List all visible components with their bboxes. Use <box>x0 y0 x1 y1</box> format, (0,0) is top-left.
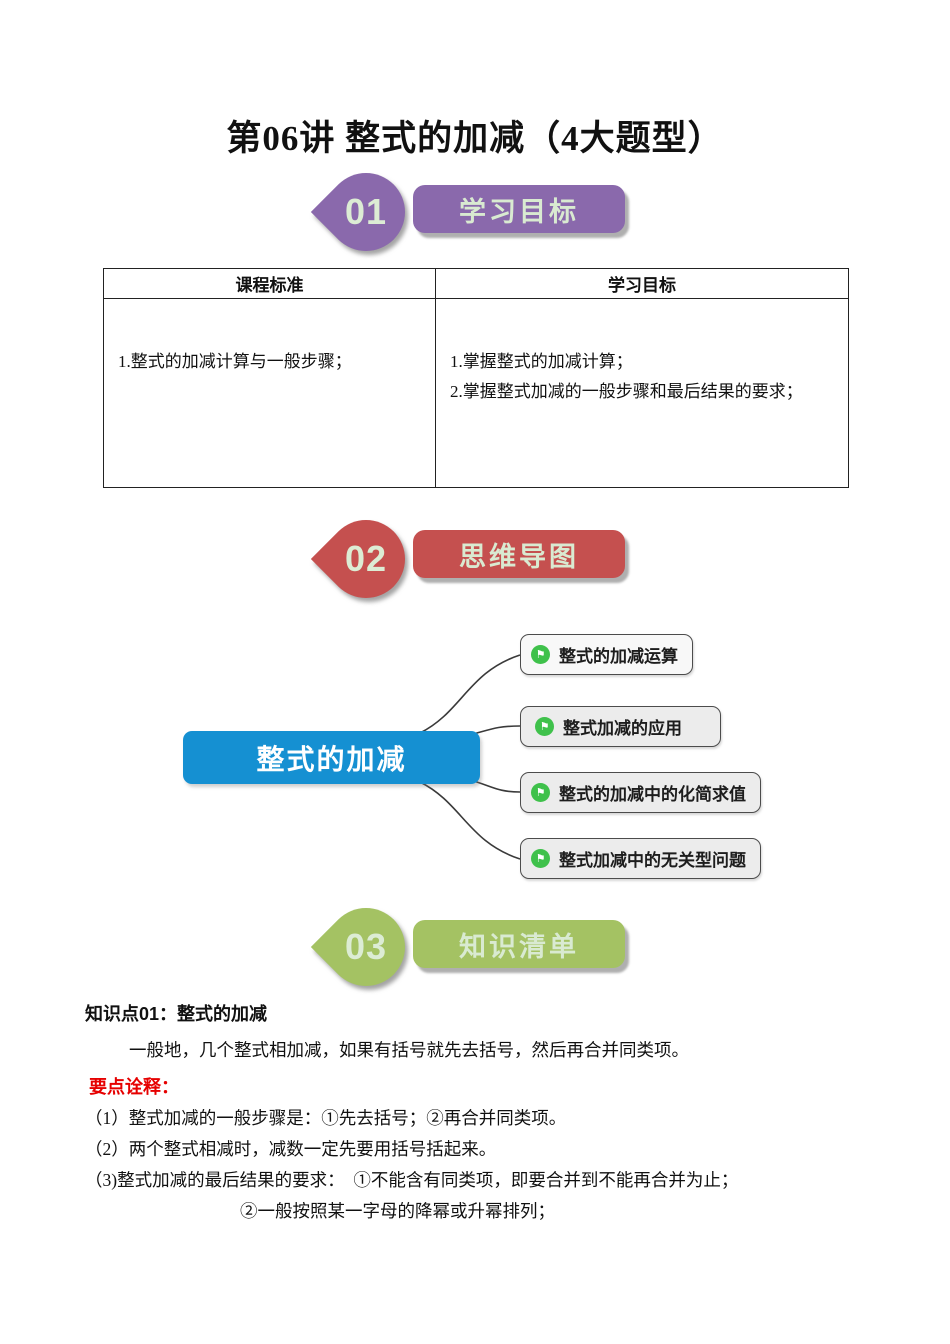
key-point-2: （2）两个整式相减时，减数一定先要用括号括起来。 <box>85 1139 497 1159</box>
page-title: 第06讲 整式的加减（4大题型） <box>226 119 724 158</box>
section-02-title-pill: 思维导图 <box>413 530 625 578</box>
goal-line: 2.掌握整式加减的一般步骤和最后结果的要求； <box>450 382 803 401</box>
section-03-label: 知识清单 <box>459 931 579 962</box>
section-01-label: 学习目标 <box>459 196 579 227</box>
section-01-title-pill: 学习目标 <box>413 185 625 233</box>
connector-branch-1 <box>419 654 521 734</box>
branch-label: 整式加减的应用 <box>563 719 682 738</box>
section-02-label: 思维导图 <box>459 541 579 572</box>
mindmap-root-node: 整式的加减 <box>183 731 480 784</box>
cell-learning-goal: 1.掌握整式的加减计算； 2.掌握整式加减的一般步骤和最后结果的要求； <box>435 298 849 488</box>
header-course-standard: 课程标准 <box>103 268 436 299</box>
header-learning-goal: 学习目标 <box>435 268 849 299</box>
section-02-number: 02 <box>344 538 388 580</box>
section-01-number: 01 <box>344 191 388 233</box>
key-point-3: （3)整式加减的最后结果的要求： ①不能含有同类项，即要合并到不能再合并为止； <box>85 1170 739 1190</box>
flag-icon: ⚑ <box>531 849 550 868</box>
table-header-row: 课程标准 学习目标 <box>103 268 849 299</box>
key-point-3-continued: ②一般按照某一字母的降幂或升幂排列； <box>240 1201 555 1221</box>
section-03-number: 03 <box>344 926 388 968</box>
section-01-header: 01 学习目标 <box>0 156 950 268</box>
table-body-row: 1.整式的加减计算与一般步骤； 1.掌握整式的加减计算； 2.掌握整式加减的一般… <box>103 298 849 488</box>
standard-line: 1.整式的加减计算与一般步骤； <box>118 352 352 371</box>
connector-branch-3 <box>469 779 521 793</box>
goal-line: 1.掌握整式的加减计算； <box>450 352 633 371</box>
knowledge-point-heading: 知识点01：整式的加减 <box>85 1004 268 1024</box>
key-point-1: （1）整式加减的一般步骤是：①先去括号；②再合并同类项。 <box>85 1108 567 1128</box>
knowledge-intro: 一般地，几个整式相加减，如果有括号就先去括号，然后再合并同类项。 <box>129 1040 689 1060</box>
key-points-label: 要点诠释： <box>89 1077 179 1097</box>
knowledge-block: 知识点01：整式的加减 一般地，几个整式相加减，如果有括号就先去括号，然后再合并… <box>85 1000 885 1233</box>
branch-label: 整式加减中的无关型问题 <box>559 851 746 870</box>
section-03-number-badge: 03 <box>310 891 422 1003</box>
mind-map: 整式的加减 ⚑ 整式的加减运算 ⚑ 整式加减的应用 ⚑ 整式的加减中的化简求值 … <box>0 620 950 900</box>
mindmap-branch-3: ⚑ 整式的加减中的化简求值 <box>520 772 761 813</box>
flag-icon: ⚑ <box>535 717 554 736</box>
mindmap-branch-1: ⚑ 整式的加减运算 <box>520 634 693 675</box>
section-01-number-badge: 01 <box>310 156 422 268</box>
teardrop-shape: 02 <box>310 503 422 615</box>
objectives-table: 课程标准 学习目标 1.整式的加减计算与一般步骤； 1.掌握整式的加减计算； 2… <box>103 268 849 488</box>
mindmap-branch-4: ⚑ 整式加减中的无关型问题 <box>520 838 761 879</box>
mindmap-root-label: 整式的加减 <box>256 743 407 775</box>
connector-branch-4 <box>419 781 521 860</box>
cell-course-standard: 1.整式的加减计算与一般步骤； <box>103 298 436 488</box>
section-03-title-pill: 知识清单 <box>413 920 625 968</box>
section-02-number-badge: 02 <box>310 503 422 615</box>
branch-label: 整式的加减运算 <box>559 647 678 666</box>
branch-label: 整式的加减中的化简求值 <box>559 785 746 804</box>
teardrop-shape: 01 <box>310 156 422 268</box>
mindmap-branch-2: ⚑ 整式加减的应用 <box>520 706 721 747</box>
section-03-header: 03 知识清单 <box>0 891 950 1003</box>
teardrop-shape: 03 <box>310 891 422 1003</box>
section-02-header: 02 思维导图 <box>0 503 950 615</box>
flag-icon: ⚑ <box>531 783 550 802</box>
flag-icon: ⚑ <box>531 645 550 664</box>
